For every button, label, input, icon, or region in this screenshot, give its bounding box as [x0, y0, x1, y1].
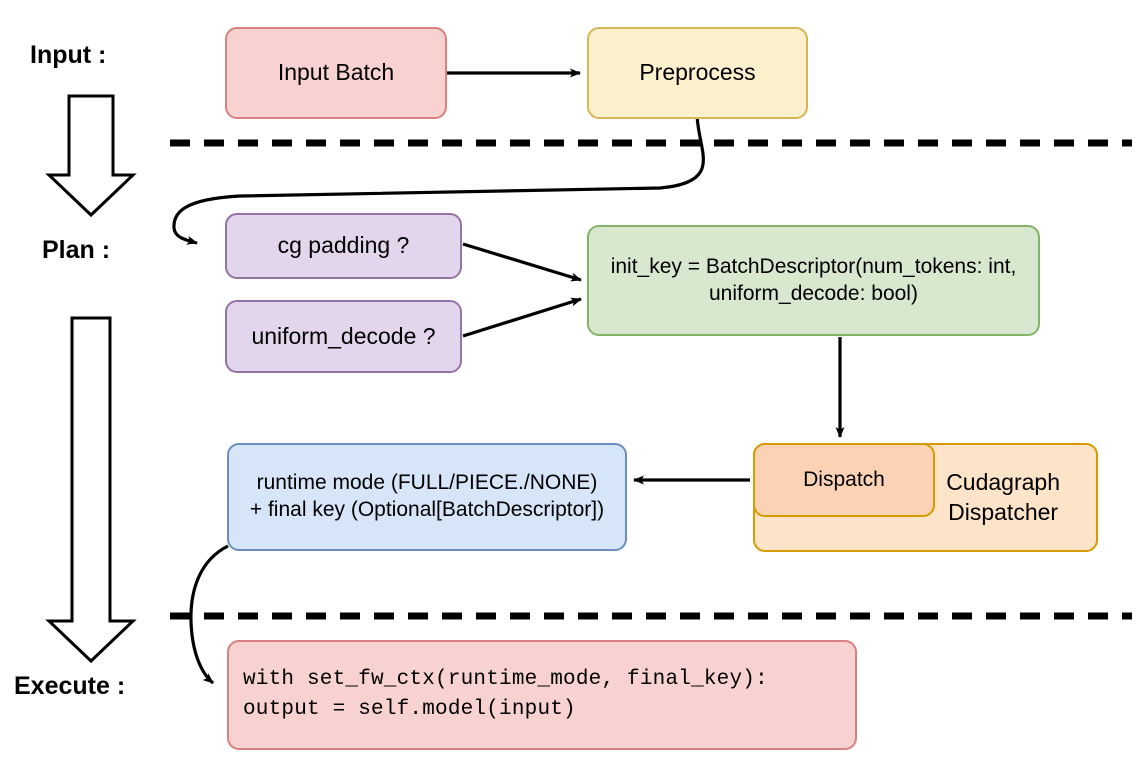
node-preprocess[interactable]: Preprocess: [587, 27, 808, 119]
arrow-cg-padding-to-init-key: [462, 242, 582, 282]
node-uniform-decode[interactable]: uniform_decode ?: [225, 300, 462, 373]
node-input-batch[interactable]: Input Batch: [225, 27, 447, 119]
node-dispatch[interactable]: Dispatch: [753, 443, 935, 517]
node-cg-padding[interactable]: cg padding ?: [225, 213, 462, 279]
plan-to-execute-block-arrow: [45, 316, 137, 664]
input-to-plan-block-arrow: [45, 94, 137, 218]
stage-label-input: Input :: [30, 41, 107, 69]
arrow-uniform-decode-to-init-key: [462, 297, 582, 338]
node-init-key[interactable]: init_key = BatchDescriptor(num_tokens: i…: [587, 225, 1040, 336]
stage-label-plan: Plan :: [42, 236, 111, 264]
stage-label-execute: Execute :: [14, 672, 126, 700]
arrow-runtime-mode-to-code-block: [189, 544, 229, 685]
node-code-block[interactable]: with set_fw_ctx(runtime_mode, final_key)…: [227, 640, 857, 750]
node-runtime-mode[interactable]: runtime mode (FULL/PIECE./NONE) + final …: [227, 443, 627, 551]
